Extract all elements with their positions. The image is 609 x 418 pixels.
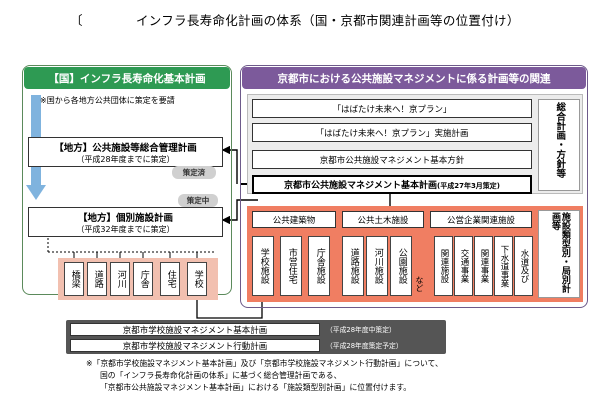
side-label-general-text: 総合計画・方針等 — [554, 102, 566, 178]
item-water-supply: 水道及び — [514, 236, 533, 296]
category-civil-facilities-label: 公共土木施設 — [357, 215, 409, 226]
item-etc: など — [415, 276, 424, 292]
item-related-business: 関連事業 — [474, 236, 493, 296]
item-government-facilities: 庁舎施設 — [308, 236, 330, 296]
school-basic-plan-label: 京都市学校施設マネジメント基本計画 — [122, 325, 268, 336]
management-policy-box: 京都市公共施設マネジメント基本方針 — [252, 150, 532, 169]
kyo-plan-box: 「はばたけ未来へ！京プラン」 — [252, 99, 532, 118]
comprehensive-plan-box: 【地方】公共施設等総合管理計画 （平成28年度までに策定） — [28, 137, 223, 167]
status-badge-completed: 策定済 — [172, 166, 216, 179]
category-enterprise-facilities-label: 公営企業関連施設 — [446, 215, 515, 226]
category-public-buildings-label: 公共建築物 — [272, 215, 316, 226]
blue-arrow-head — [26, 185, 46, 200]
item-park-facilities: 公園施設 — [390, 236, 412, 296]
kyo-plan-label: 「はばたけ未来へ！京プラン」 — [332, 104, 452, 115]
item-road: 道路 — [87, 262, 107, 296]
individual-plan-deadline: （平成32年度までに策定） — [76, 224, 175, 234]
side-label-facility-text: 施設類型別・局別計画等 — [550, 212, 570, 293]
side-label-facility: 施設類型別・局別計画等 — [538, 210, 580, 298]
item-road-facilities: 道路施設 — [342, 236, 364, 296]
kyo-plan-implementation-label: 「はばたけ未来へ！京プラン」実施計画 — [315, 128, 469, 139]
category-public-buildings: 公共建築物 — [252, 211, 336, 228]
item-school-facilities: 学校施設 — [252, 236, 274, 296]
footnote-line-3: 「京都市公共施設マネジメント基本計画」における「施設類型別計画」に位置付けます。 — [100, 383, 412, 392]
school-action-plan-label: 京都市学校施設マネジメント行動計画 — [122, 341, 268, 352]
category-civil-facilities: 公共土木施設 — [342, 211, 424, 228]
item-river: 河川 — [110, 262, 130, 296]
school-link — [196, 295, 225, 319]
item-bridge: 橋梁 — [64, 262, 84, 296]
school-basic-plan-box: 京都市学校施設マネジメント基本計画 — [70, 323, 320, 336]
status-badge-in-progress: 策定中 — [178, 194, 218, 207]
comprehensive-plan-title: 【地方】公共施設等総合管理計画 — [54, 142, 197, 154]
school-action-plan-note: （平成28年度策定予定） — [326, 342, 403, 350]
title-text: インフラ長寿命化計画の体系（国・京都市関連計画等の位置付け） — [136, 13, 520, 28]
individual-plan-box: 【地方】個別施設計画 （平成32年度までに策定） — [28, 207, 223, 237]
item-related-facilities: 関連施設 — [434, 236, 453, 296]
management-basic-plan-note: (平成27年3月策定) — [437, 182, 501, 190]
arrow-to-plan1 — [221, 145, 238, 184]
side-label-general: 総合計画・方針等 — [538, 99, 580, 191]
management-basic-plan-label: 京都市公共施設マネジメント基本計画 — [283, 181, 437, 191]
item-sewerage: 下水道事業 — [494, 236, 513, 296]
title-bracket: 〔 — [70, 13, 83, 28]
item-government-building: 庁舎 — [133, 262, 153, 296]
school-basic-plan-note: （平成28年度中策定） — [326, 326, 396, 334]
item-river-facilities: 河川施設 — [366, 236, 388, 296]
left-panel-header: 【国】インフラ長寿命化基本計画 — [24, 67, 230, 89]
footnote-line-1: ※「京都市学校施設マネジメント基本計画」及び「京都市学校施設マネジメント行動計画… — [86, 359, 443, 368]
item-school: 学校 — [187, 262, 207, 296]
right-panel-header: 京都市における公共施設マネジメントに係る計画等の関連 — [242, 67, 586, 89]
item-transport-business: 交通事業 — [454, 236, 473, 296]
management-policy-label: 京都市公共施設マネジメント基本方針 — [319, 155, 465, 166]
school-action-plan-box: 京都市学校施設マネジメント行動計画 — [70, 339, 320, 352]
category-enterprise-facilities: 公営企業関連施設 — [430, 211, 532, 228]
item-housing: 住宅 — [160, 262, 180, 296]
management-basic-plan-box: 京都市公共施設マネジメント基本計画(平成27年3月策定) — [252, 175, 532, 194]
comprehensive-plan-deadline: （平成28年度までに策定） — [76, 154, 175, 164]
footnote-line-2: 国の「インフラ長寿命化計画の体系」に基づく総合管理計画である、 — [100, 371, 342, 380]
arrow-to-plan2 — [221, 199, 258, 225]
kyo-plan-implementation-box: 「はばたけ未来へ！京プラン」実施計画 — [252, 123, 532, 142]
item-municipal-housing: 市営住宅 — [280, 236, 302, 296]
left-note: ※国から各地方公共団体に策定を要請 — [40, 96, 175, 105]
individual-plan-title: 【地方】個別施設計画 — [77, 212, 173, 224]
right-panel — [240, 65, 588, 308]
